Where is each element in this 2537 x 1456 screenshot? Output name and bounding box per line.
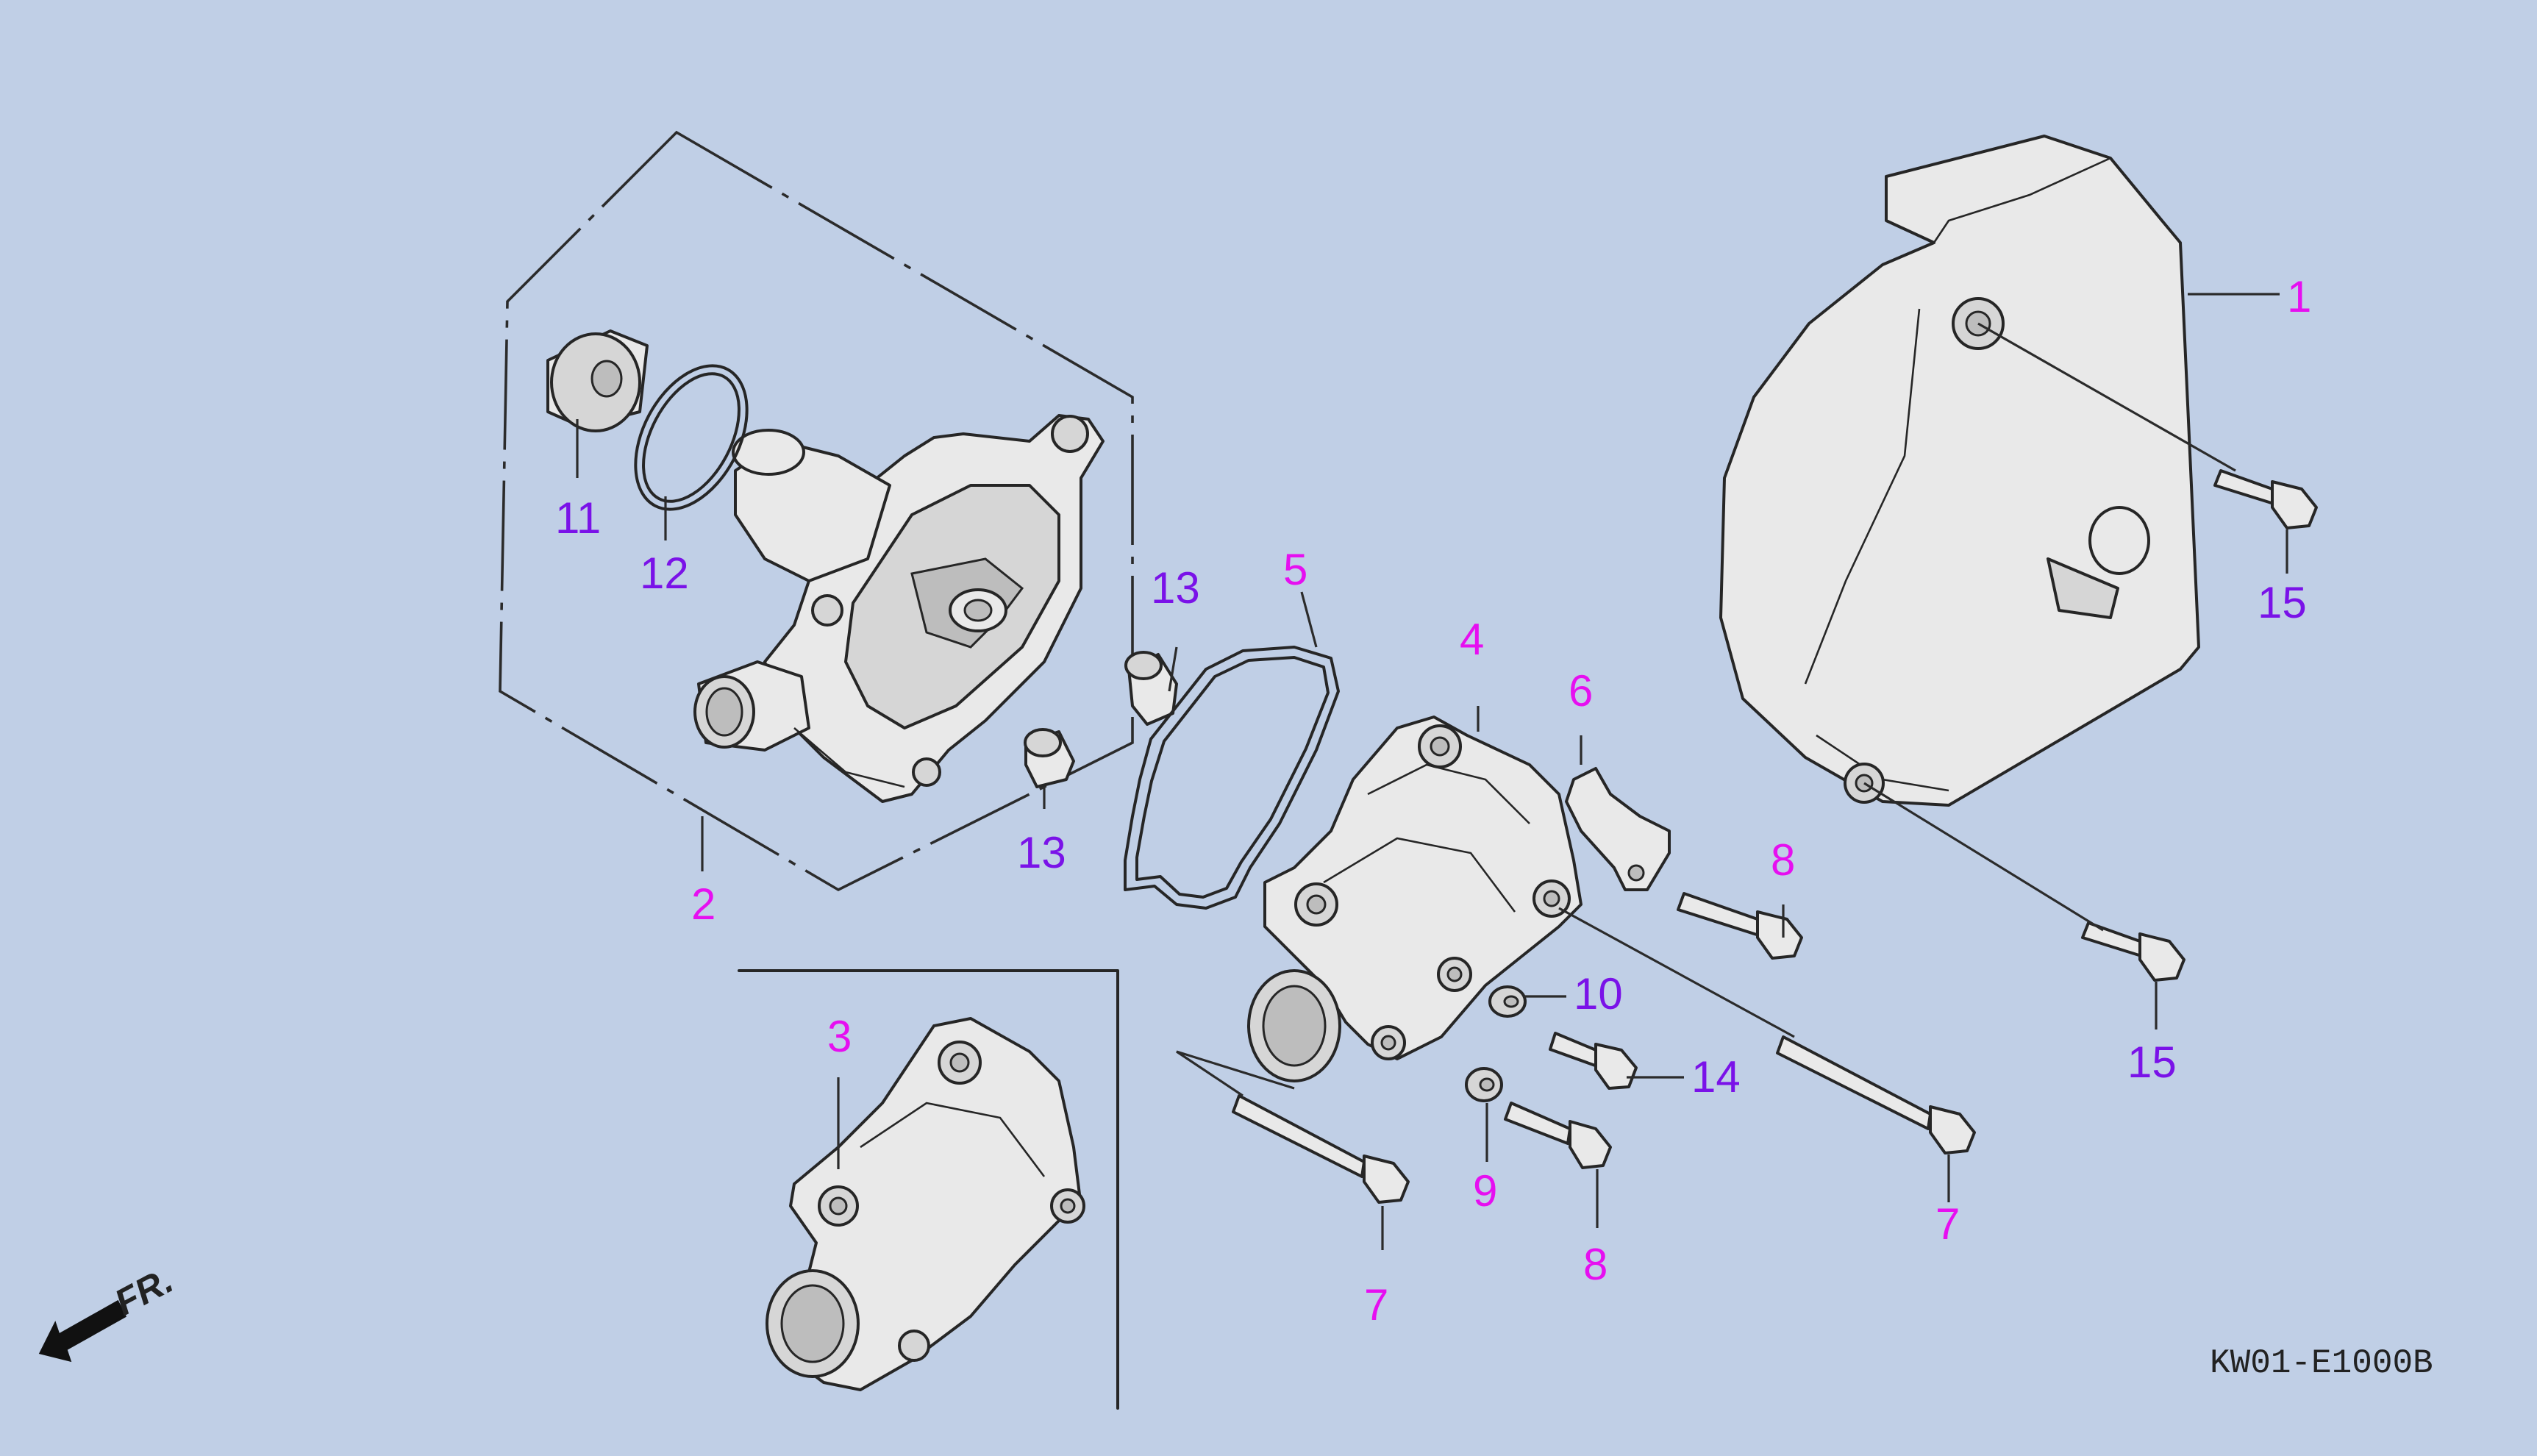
- bolt-7-right: [1776, 1035, 1976, 1155]
- callout-3: 3: [827, 1012, 852, 1061]
- callout-5: 5: [1283, 545, 1307, 594]
- bolt-14: [1549, 1032, 1638, 1090]
- washer-9: [1465, 1067, 1503, 1102]
- bolt-8-upper: [1677, 892, 1803, 960]
- callout-2: 2: [691, 879, 716, 929]
- callout-15-lower: 15: [2127, 1038, 2177, 1087]
- drawing-code: KW01-E1000B: [2210, 1344, 2433, 1382]
- bolt-8-lower: [1504, 1102, 1612, 1169]
- part-2-water-pump: [693, 414, 1105, 803]
- callout-13-upper: 13: [1151, 563, 1200, 613]
- callout-14: 14: [1691, 1052, 1741, 1102]
- callout-8-lower: 8: [1583, 1240, 1608, 1289]
- part-13-dowel-lower: [1024, 728, 1075, 788]
- callout-12: 12: [640, 549, 689, 598]
- part-5-gasket: [1124, 646, 1340, 910]
- part-4-pump-cover: [1247, 715, 1582, 1082]
- part-3-pump-cover-alt: [766, 1017, 1085, 1391]
- part-3-box: [738, 969, 1119, 1410]
- callout-15-upper: 15: [2258, 578, 2307, 627]
- part-13-dowel-upper: [1124, 651, 1178, 726]
- part-6-stay: [1565, 767, 1671, 891]
- part-1-cover: [1719, 135, 2200, 807]
- front-direction-indicator: FR.: [38, 1259, 179, 1363]
- part-11-seal: [546, 329, 649, 432]
- part-2-group-box: [499, 130, 1134, 892]
- callout-6: 6: [1569, 666, 1593, 715]
- bolt-15-upper: [2213, 469, 2318, 529]
- front-arrow-icon: [38, 1299, 126, 1363]
- callout-1: 1: [2287, 272, 2311, 321]
- callout-11: 11: [555, 493, 601, 543]
- leader-lines: [576, 293, 2288, 1250]
- washer-10: [1488, 985, 1527, 1018]
- callout-7-left: 7: [1364, 1280, 1388, 1330]
- callout-4: 4: [1460, 615, 1484, 664]
- callout-13-lower: 13: [1017, 828, 1066, 877]
- bolt-15-lower: [2081, 921, 2185, 982]
- callout-9: 9: [1473, 1166, 1497, 1216]
- bolt-7-left: [1232, 1094, 1410, 1204]
- callout-7-right: 7: [1935, 1199, 1960, 1249]
- callouts: 1 2 3 4 5 6 7 7 8 8 9 10 11 12 13 13 14 …: [555, 272, 2311, 1330]
- part-12-o-ring: [634, 364, 749, 511]
- callout-8-upper: 8: [1771, 835, 1795, 885]
- callout-10: 10: [1574, 969, 1623, 1018]
